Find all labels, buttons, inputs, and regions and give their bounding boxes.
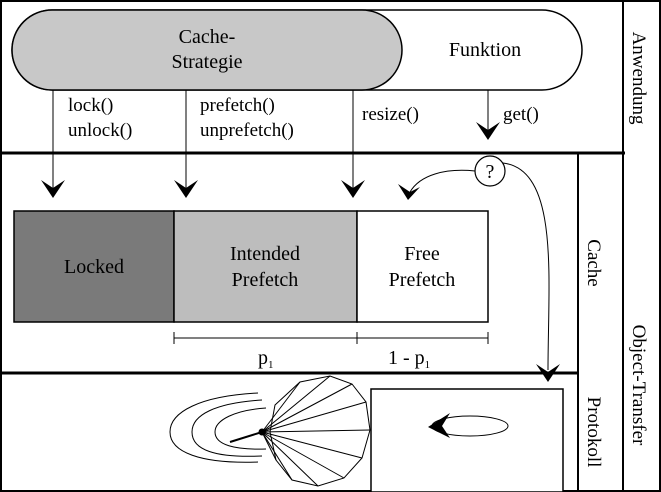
p1-subscript: 1 xyxy=(268,359,274,371)
protocol-layer-label: Protokoll xyxy=(583,397,604,468)
decision-symbol: ? xyxy=(486,161,495,183)
function-label: Funktion xyxy=(449,39,521,61)
get-call-label: get() xyxy=(503,104,539,125)
decision-to-protocol-curve xyxy=(502,162,550,371)
decision-to-free-curve xyxy=(409,169,476,193)
intended-prefetch-label-line2: Prefetch xyxy=(232,269,299,291)
free-prefetch-region xyxy=(356,210,489,323)
protocol-window xyxy=(370,388,564,492)
cache-strategy-label-line1: Cache- xyxy=(179,26,236,48)
locked-label: Locked xyxy=(64,256,124,278)
unlock-call-label: unlock() xyxy=(68,120,132,141)
wind-lines-icon xyxy=(169,392,267,463)
unprefetch-call-label: unprefetch() xyxy=(200,120,294,141)
umbrella-icon xyxy=(229,375,371,487)
prefetch-call-label: prefetch() xyxy=(200,95,275,116)
intended-prefetch-label-line1: Intended xyxy=(230,243,300,265)
application-layer-label: Anwendung xyxy=(628,32,649,125)
free-prefetch-label-line2: Prefetch xyxy=(389,269,456,291)
decision-to-protocol-arrow-head xyxy=(536,364,560,382)
lock-arrow-head xyxy=(41,180,65,198)
free-prefetch-label-line1: Free xyxy=(404,243,440,265)
decision-to-free-arrow-head xyxy=(398,184,420,200)
locked-region xyxy=(13,210,175,323)
get-arrow-head xyxy=(476,122,500,140)
cache-strategy-pill xyxy=(11,9,403,91)
rotation-arrow-head xyxy=(428,413,450,438)
one-minus-p1-subscript: 1 xyxy=(425,359,431,371)
cache-strategy-label-line2: Strategie xyxy=(171,51,242,73)
lock-call-label: lock() xyxy=(68,95,113,116)
one-minus-p1-label: 1 - p1 xyxy=(388,347,430,371)
resize-call-label: resize() xyxy=(362,104,419,125)
cache-layer-label: Cache xyxy=(583,239,604,286)
object-transfer-label: Object-Transfer xyxy=(628,325,649,446)
intended-prefetch-region xyxy=(173,210,358,323)
prefetch-arrow-head xyxy=(174,180,198,198)
resize-arrow-head xyxy=(341,180,365,198)
p1-label: p1 xyxy=(258,347,274,371)
